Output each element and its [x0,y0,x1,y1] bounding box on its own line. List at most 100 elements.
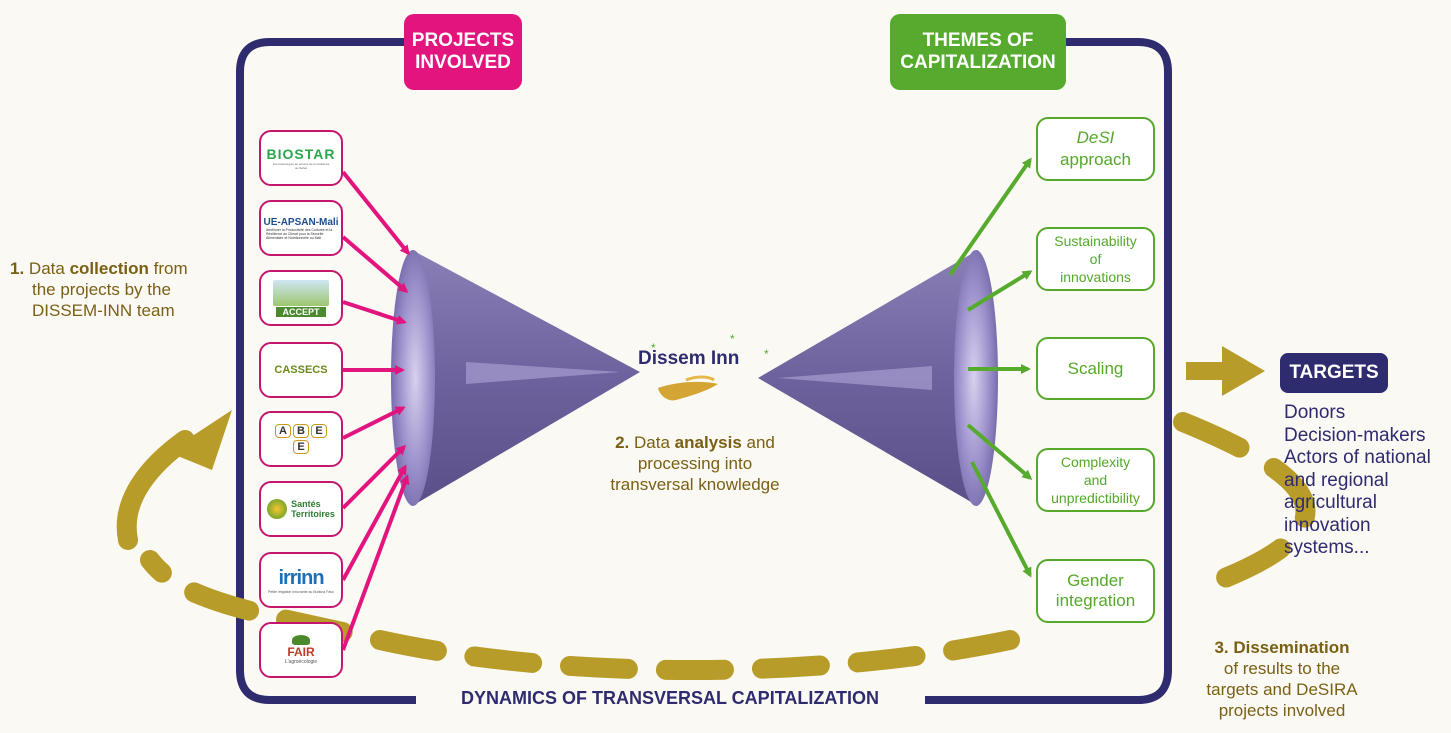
step2-bold: analysis [674,433,742,452]
theme-complexity-line2: and [1083,472,1108,488]
theme-gender-line1: Gender [1067,571,1124,590]
targets-list: Donors Decision-makers Actors of nationa… [1284,402,1449,560]
projects-involved-tag: PROJECTS INVOLVED [404,14,522,90]
collection-arrows [341,170,410,651]
theme-sustainability: Sustainability of innovations [1036,227,1155,291]
arrow-gender [970,461,1032,578]
theme-complexity-line3: unpredictibility [1051,490,1140,506]
step2-line2: processing into [637,454,753,473]
project-logo-ue-apsan-mali: UE-APSAN-Mali Améliorer la Productivité … [259,200,343,256]
theme-gender-line2: integration [1055,591,1136,610]
abe-letter-b: B [293,424,309,438]
arrow-abe [342,406,406,440]
arrow-fair [341,474,410,651]
target-item-decision-makers: Decision-makers [1284,424,1426,446]
theme-desi-line1: DeSI [1076,128,1115,147]
step3-dissemination-text: 3. Dissemination of results to the targe… [1196,637,1368,721]
step3-line2: of results to the [1223,659,1341,678]
apsan-logo-text: UE-APSAN-Mali [263,216,339,228]
themes-tag-line2: CAPITALIZATION [900,52,1056,73]
step3-line3: targets and DeSIRA [1206,680,1358,699]
abe-letter-a: A [275,424,291,438]
accept-logo-text: ACCEPT [276,306,326,317]
project-logo-abe: A B E E [259,411,343,467]
arrow-irrinn [341,464,407,581]
target-item-donors: Donors [1284,402,1346,423]
theme-scaling: Scaling [1036,337,1155,400]
step1-pre: Data [28,259,65,278]
arrow-sustainability [966,270,1033,312]
step2-num: 2. [615,433,630,452]
left-funnel-cone [391,250,640,506]
target-item-innovation: innovation [1284,514,1371,536]
biostar-logo-sub: Les bioénergies au service de la résilie… [272,162,330,170]
step1-line2: the projects by the [32,280,171,299]
theme-sustainability-line3: innovations [1060,269,1131,285]
projects-tag-line2: INVOLVED [415,52,511,73]
targets-tag-label: TARGETS [1289,362,1379,383]
santes-logo-line1: Santés [291,499,321,509]
project-logo-santes-territoires: Santés Territoires [259,481,343,537]
abe-logo-hexagons: A B E [275,424,327,438]
santes-logo-circle-icon [267,499,288,519]
step1-line3: DISSEM-INN team [32,301,175,320]
irrinn-logo-text: irrinn [278,566,324,589]
theme-sustainability-line1: Sustainability [1054,233,1137,249]
target-item-actors: Actors of national [1284,447,1431,468]
theme-sustainability-line2: of [1089,251,1102,267]
theme-scaling-label: Scaling [1067,358,1124,378]
projects-tag-line1: PROJECTS [411,30,515,51]
theme-complexity: Complexity and unpredictibility [1036,448,1155,512]
project-logo-biostar: BIOSTAR Les bioénergies au service de la… [259,130,343,186]
fair-logo-tree-icon [292,635,310,645]
target-item-systems: systems... [1284,537,1370,558]
step1-post: from [153,259,188,278]
dynamics-title: DYNAMICS OF TRANSVERSAL CAPITALIZATION [420,688,920,709]
project-logo-cassecs: CASSECS [259,342,343,398]
themes-of-capitalization-tag: THEMES OF CAPITALIZATION [890,14,1066,90]
step2-analysis-text: 2. Data analysis and processing into tra… [590,432,800,495]
step2-pre: Data [634,433,670,452]
theme-desi-line2: approach [1060,150,1131,169]
theme-desi-approach: DeSI approach [1036,117,1155,181]
irrinn-logo-sub: Petite irrigation innovante au Burkina F… [268,589,334,594]
svg-text:*: * [730,332,735,346]
step3-line4: projects involved [1218,701,1346,720]
arrow-accept [342,300,407,325]
targets-tag: TARGETS [1280,353,1388,393]
fair-logo-text: FAIR [287,645,315,659]
arrow-biostar [341,170,410,256]
capitalization-frame [236,38,1172,704]
theme-complexity-line1: Complexity [1060,454,1131,470]
step2-post: and [746,433,775,452]
themes-tag-line1: THEMES OF [922,30,1034,51]
arrow-complexity [966,423,1033,480]
targets-arrow [1186,346,1265,396]
arrow-santes [341,444,407,510]
step3-title: 3. Dissemination [1214,638,1350,657]
biostar-logo-text: BIOSTAR [266,146,336,162]
target-item-regional: and regional [1284,469,1389,491]
step1-collection-text: 1. Data collection from the projects by … [10,258,230,321]
project-logo-accept: ACCEPT [259,270,343,326]
step1-bold: collection [69,259,149,278]
target-item-agricultural: agricultural [1284,492,1377,513]
apsan-logo-sub: Améliorer la Productivité des Cultures e… [266,227,333,240]
dynamics-title-text: DYNAMICS OF TRANSVERSAL CAPITALIZATION [461,688,879,708]
dissem-inn-logo-text: Dissem Inn [638,348,740,369]
abe-letter-e: E [311,424,327,438]
theme-arrows [948,157,1033,578]
loop-arrow-head [168,410,232,470]
abe-letter-e2: E [293,440,309,454]
cassecs-logo-text: CASSECS [274,364,328,376]
svg-text:*: * [764,347,769,361]
fair-logo-sub: L'agroécologie [284,659,318,665]
santes-logo-line2: Territoires [291,509,335,519]
logo-stars: * * * [651,332,769,361]
project-logo-irrinn: irrinn Petite irrigation innovante au Bu… [259,552,343,608]
dissem-inn-logo: Dissem Inn [638,348,739,370]
step1-num: 1. [10,259,25,278]
project-logo-fair: FAIR L'agroécologie [259,622,343,678]
svg-text:*: * [651,341,656,355]
